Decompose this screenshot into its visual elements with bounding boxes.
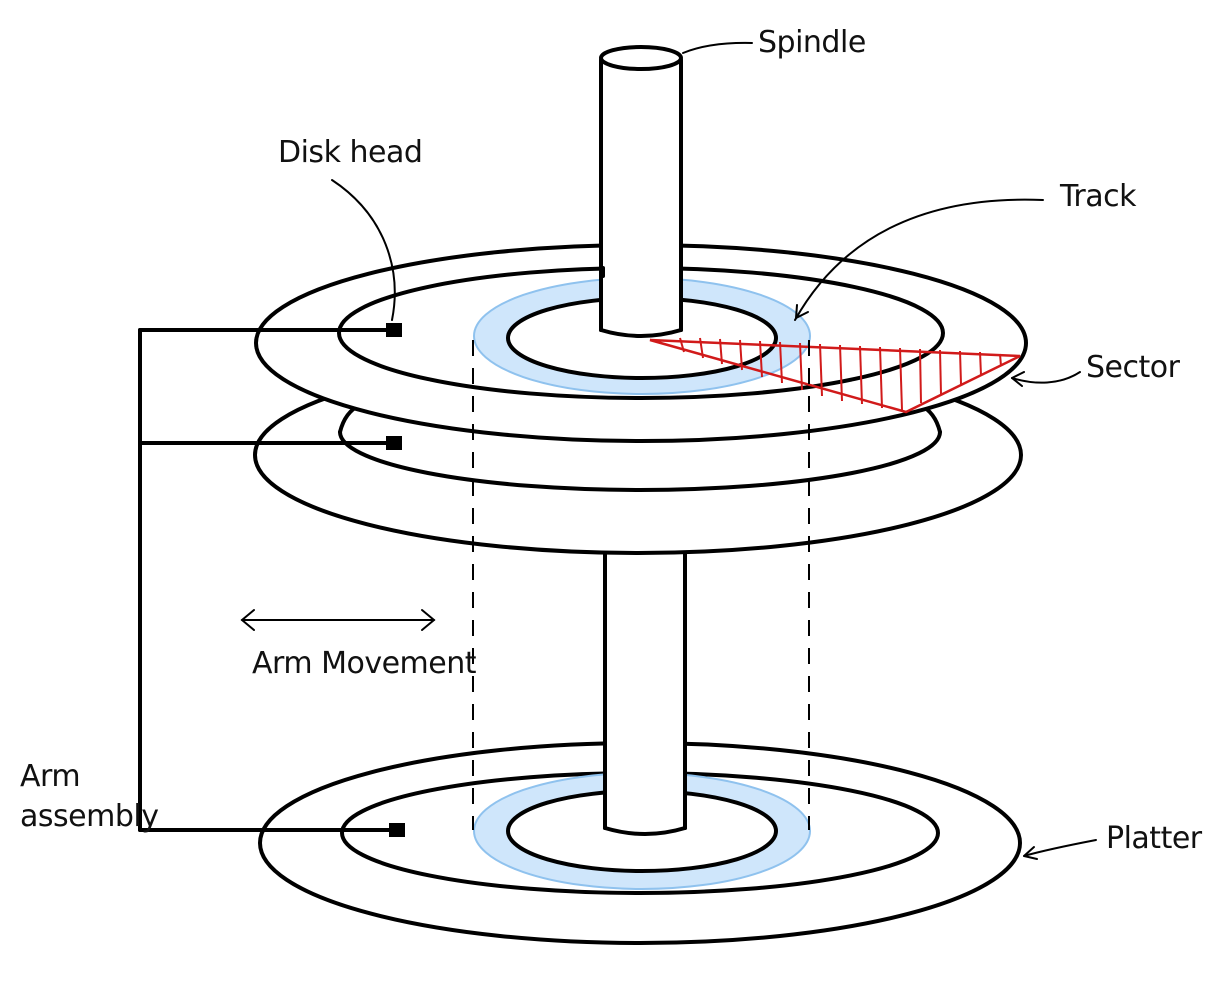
label-sector: Sector (1086, 350, 1181, 385)
arm-assembly (138, 323, 405, 837)
disk-head-leader (331, 179, 396, 321)
label-arm-assembly-line1: Arm (20, 759, 80, 794)
track-leader (794, 198, 1044, 321)
leader-lines (331, 41, 1097, 860)
label-arm-movement: Arm Movement (252, 646, 477, 681)
spindle-upper (599, 45, 683, 338)
spindle-leader (682, 41, 753, 54)
arm-movement-arrow (240, 609, 436, 631)
disk-head-bottom (389, 823, 405, 837)
label-spindle: Spindle (758, 25, 866, 60)
sector-leader (1011, 371, 1081, 384)
disk-head-top (386, 323, 402, 337)
label-arm-assembly-line2: assembly (20, 799, 158, 834)
disk-head-middle (386, 436, 402, 450)
label-track: Track (1059, 179, 1137, 214)
label-platter: Platter (1106, 821, 1203, 856)
label-disk-head: Disk head (278, 135, 422, 170)
spindle-lower (603, 550, 687, 836)
sector-wedge (649, 337, 1021, 414)
platter-leader (1023, 839, 1097, 857)
